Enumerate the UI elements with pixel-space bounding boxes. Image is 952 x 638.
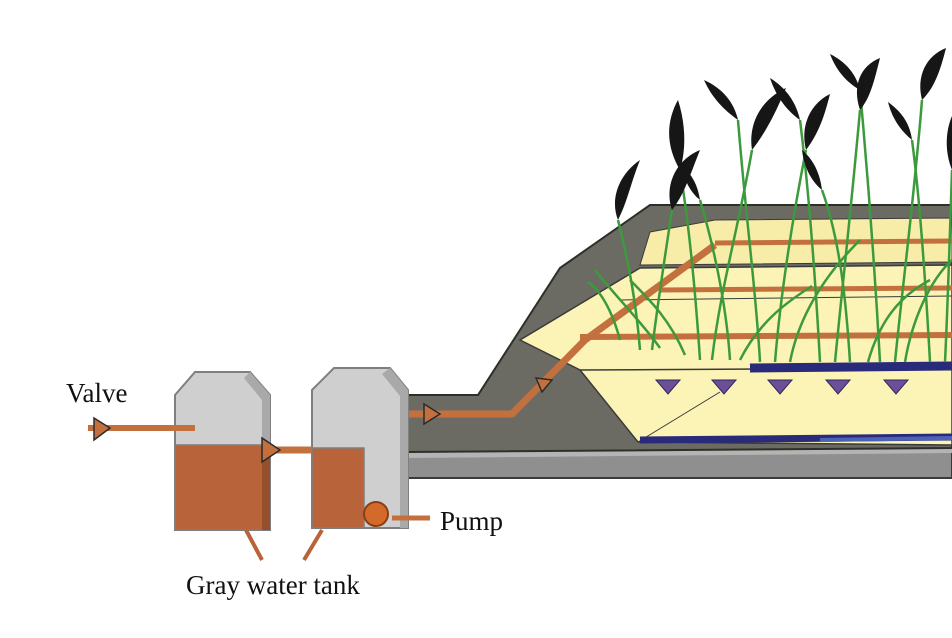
flow-arrow-icon [261, 436, 282, 464]
reed-icon [587, 89, 952, 363]
gray-water-tank-label: Gray water tank [186, 570, 360, 600]
leader-lines [244, 528, 324, 562]
gray-water-tank-1 [174, 371, 271, 531]
flow-arrow-icon [534, 377, 554, 394]
reed-plants [587, 48, 952, 363]
connecting-pipes [88, 416, 430, 521]
pump-label: Pump [440, 506, 504, 536]
gray-water-tank-2 [311, 367, 409, 529]
pump-icon [363, 501, 389, 527]
reed-plume-icon [614, 48, 952, 220]
valve-label: Valve [66, 378, 128, 408]
flow-arrow-icon [423, 402, 442, 426]
valve-arrow-icon [93, 416, 112, 442]
drip-outlets [654, 379, 910, 395]
